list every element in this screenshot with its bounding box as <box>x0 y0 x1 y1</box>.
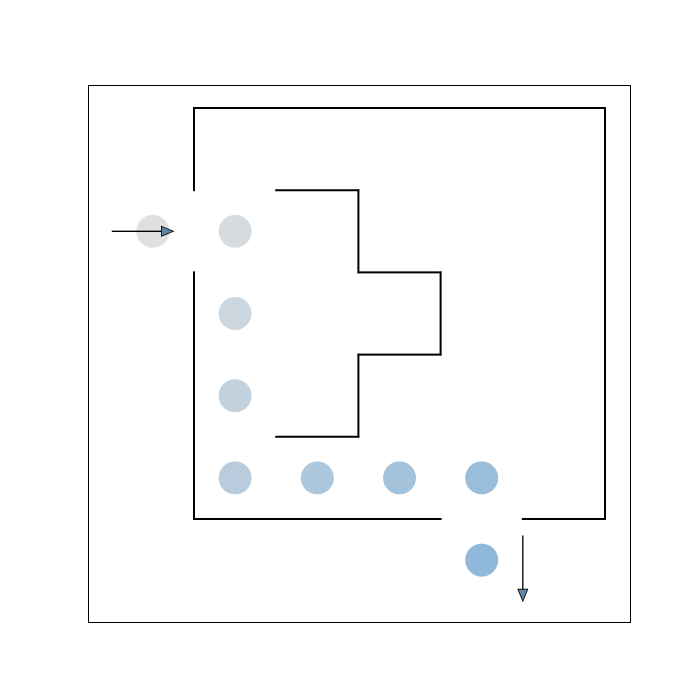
maze-walls <box>193 107 606 520</box>
path-dot <box>218 214 252 248</box>
path-dot <box>383 461 416 495</box>
arrows <box>111 225 529 603</box>
path-dot <box>300 461 334 495</box>
exit-arrow <box>517 535 529 603</box>
path-dot <box>218 297 252 330</box>
path-dot <box>465 461 499 495</box>
path-dots <box>136 214 499 577</box>
path-dot <box>218 379 252 413</box>
plot-frame <box>88 85 631 623</box>
path-dot <box>465 543 499 577</box>
entry-arrow <box>111 225 175 237</box>
path-dot <box>218 461 252 495</box>
